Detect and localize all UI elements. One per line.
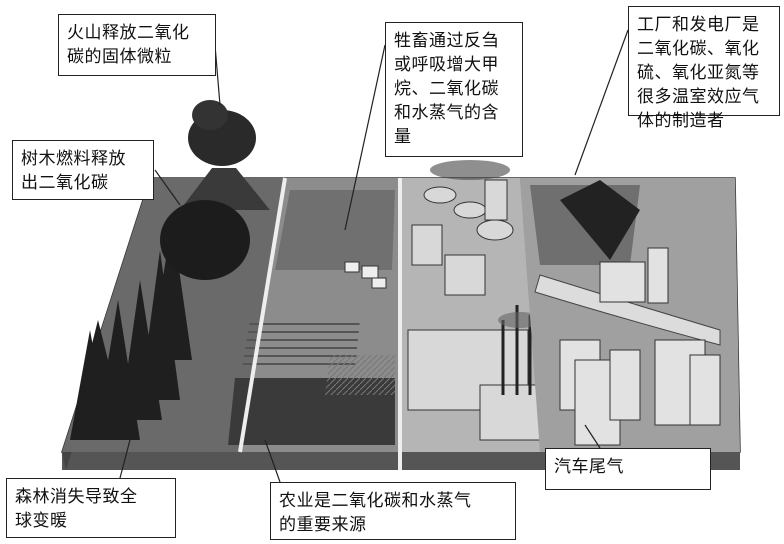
city-region — [520, 178, 740, 452]
callout-car-exhaust: 汽车尾气 — [545, 448, 711, 490]
callout-agriculture: 农业是二氧化碳和水蒸气 的重要来源 — [270, 482, 516, 540]
callout-volcano: 火山释放二氧化 碳的固体微粒 — [58, 14, 216, 76]
divider-lines — [238, 177, 402, 470]
callout-livestock: 牲畜通过反刍 或呼吸增大甲 烷、二氧化碳 和水蒸气的含 量 — [385, 22, 523, 157]
callout-wood-fuel: 树木燃料释放 出二氧化碳 — [12, 140, 154, 200]
factory-region — [402, 160, 551, 452]
callout-factory: 工厂和发电厂是 二氧化碳、氧化 硫、氧化亚氮等 很多温室效应气 体的制造者 — [628, 6, 780, 131]
farmland-region — [228, 178, 400, 452]
callout-deforestation: 森林消失导致全 球变暖 — [6, 478, 176, 538]
volcano — [160, 100, 270, 280]
